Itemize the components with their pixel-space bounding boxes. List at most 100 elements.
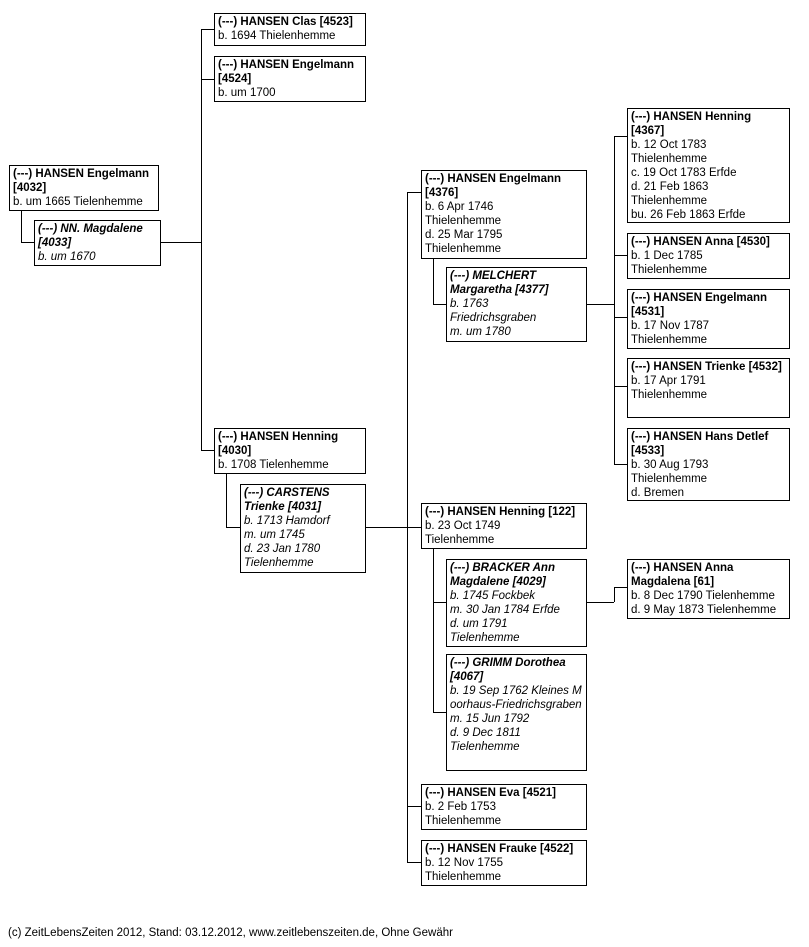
- spouse-card-4377[interactable]: (---) MELCHERT Margaretha [4377] b. 1763…: [446, 267, 587, 342]
- person-birth: b. 1 Dec 1785: [631, 250, 703, 262]
- person-place: Thielenhemme: [631, 334, 708, 346]
- person-card-4030[interactable]: (---) HANSEN Henning [4030] b. 1708 Tiel…: [214, 428, 366, 474]
- person-birth: b. 8 Dec 1790 Tielenhemme: [631, 590, 775, 602]
- couple-connector: [433, 602, 446, 603]
- person-place: Tielenhemme: [450, 632, 520, 644]
- couple-connector: [433, 304, 446, 305]
- child-connector: [407, 192, 421, 193]
- person-card-122[interactable]: (---) HANSEN Henning [122] b. 23 Oct 174…: [421, 503, 587, 549]
- person-card-4523[interactable]: (---) HANSEN Clas [4523] b. 1694 Thielen…: [214, 13, 366, 46]
- person-place: Thielenhemme: [631, 195, 708, 207]
- person-name: (---) HANSEN Trienke [4532]: [631, 361, 782, 373]
- person-birth: b. um 1670: [38, 251, 96, 263]
- person-marriage: m. um 1780: [450, 326, 511, 338]
- person-death: d. Bremen: [631, 487, 685, 499]
- spouse-card-4031[interactable]: (---) CARSTENS Trienke [4031] b. 1713 Ha…: [240, 484, 366, 573]
- person-marriage: m. 30 Jan 1784 Erfde: [450, 604, 560, 616]
- child-connector: [614, 136, 627, 137]
- person-place: Thielenhemme: [425, 871, 502, 883]
- person-death: d. 23 Jan 1780: [244, 543, 321, 555]
- person-card-4524[interactable]: (---) HANSEN Engelmann [4524] b. um 1700: [214, 56, 366, 102]
- person-place: Thielenhemme: [631, 153, 708, 165]
- person-name: (---) BRACKER Ann Magdalene [4029]: [450, 562, 555, 588]
- person-card-4376[interactable]: (---) HANSEN Engelmann [4376] b. 6 Apr 1…: [421, 170, 587, 259]
- children-connector: [366, 527, 407, 528]
- person-place: Friedrichsgraben: [450, 312, 537, 324]
- person-name: (---) HANSEN Frauke [4522]: [425, 843, 574, 855]
- child-connector: [201, 29, 214, 30]
- children-trunk: [614, 587, 615, 602]
- spouse-card-4029[interactable]: (---) BRACKER Ann Magdalene [4029] b. 17…: [446, 559, 587, 647]
- person-card-4532[interactable]: (---) HANSEN Trienke [4532] b. 17 Apr 17…: [627, 358, 790, 418]
- person-card-4530[interactable]: (---) HANSEN Anna [4530] b. 1 Dec 1785 T…: [627, 233, 790, 279]
- person-birth: b. um 1665 Tielenhemme: [13, 196, 143, 208]
- person-death: d. 25 Mar 1795: [425, 229, 503, 241]
- person-card-4533[interactable]: (---) HANSEN Hans Detlef [4533] b. 30 Au…: [627, 428, 790, 501]
- person-birth: b. um 1700: [218, 87, 276, 99]
- person-card-4522[interactable]: (---) HANSEN Frauke [4522] b. 12 Nov 175…: [421, 840, 587, 886]
- child-connector: [201, 79, 214, 80]
- couple-connector: [226, 474, 227, 527]
- person-birth: b. 30 Aug 1793: [631, 459, 709, 471]
- person-card-4367[interactable]: (---) HANSEN Henning [4367] b. 12 Oct 17…: [627, 108, 790, 223]
- children-connector: [587, 304, 614, 305]
- person-place: Thielenhemme: [631, 473, 708, 485]
- person-name: (---) HANSEN Engelmann [4032]: [13, 168, 150, 194]
- person-name: (---) CARSTENS Trienke [4031]: [244, 487, 330, 513]
- person-name: (---) HANSEN Engelmann [4376]: [425, 173, 562, 199]
- person-death: d. 9 May 1873 Tielenhemme: [631, 604, 777, 616]
- person-place: Tielenhemme: [244, 557, 314, 569]
- person-marriage: m. um 1745: [244, 529, 305, 541]
- person-card-4531[interactable]: (---) HANSEN Engelmann [4531] b. 17 Nov …: [627, 289, 790, 349]
- child-connector: [614, 317, 627, 318]
- person-place: Thielenhemme: [425, 215, 502, 227]
- person-place: Thielenhemme: [425, 815, 502, 827]
- person-place: Thielenhemme: [631, 389, 708, 401]
- person-card-4521[interactable]: (---) HANSEN Eva [4521] b. 2 Feb 1753 Th…: [421, 784, 587, 830]
- person-card-61[interactable]: (---) HANSEN Anna Magdalena [61] b. 8 De…: [627, 559, 790, 619]
- person-name: (---) HANSEN Hans Detlef [4533]: [631, 431, 769, 457]
- person-place: Thielenhemme: [425, 243, 502, 255]
- person-card-4032[interactable]: (---) HANSEN Engelmann [4032] b. um 1665…: [9, 165, 159, 211]
- person-burial: bu. 26 Feb 1863 Erfde: [631, 209, 746, 221]
- couple-connector: [226, 527, 240, 528]
- person-name: (---) HANSEN Engelmann [4531]: [631, 292, 768, 318]
- child-connector: [614, 386, 627, 387]
- person-birth: b. 23 Oct 1749: [425, 520, 501, 532]
- couple-connector: [21, 242, 34, 243]
- person-place: Tielenhemme: [450, 741, 520, 753]
- couple-connector: [433, 259, 434, 304]
- children-trunk: [201, 29, 202, 450]
- person-name: (---) HANSEN Henning [4030]: [218, 431, 339, 457]
- person-birth: b. 1708 Tielenhemme: [218, 459, 329, 471]
- person-birth: b. 6 Apr 1746: [425, 201, 494, 213]
- person-birth: b. 1713 Hamdorf: [244, 515, 330, 527]
- person-birth: b. 1745 Fockbek: [450, 590, 536, 602]
- person-birth: b. 17 Apr 1791: [631, 375, 706, 387]
- children-connector: [161, 242, 201, 243]
- child-connector: [614, 255, 627, 256]
- child-connector: [614, 587, 627, 588]
- child-connector: [407, 527, 421, 528]
- spouse-card-4033[interactable]: (---) NN. Magdalene [4033] b. um 1670: [34, 220, 161, 266]
- person-death: d. 21 Feb 1863: [631, 181, 709, 193]
- person-name: (---) HANSEN Henning [4367]: [631, 111, 752, 137]
- person-name: (---) MELCHERT Margaretha [4377]: [450, 270, 549, 296]
- person-name: (---) NN. Magdalene [4033]: [38, 223, 143, 249]
- person-christening: c. 19 Oct 1783 Erfde: [631, 167, 737, 179]
- child-connector: [407, 806, 421, 807]
- person-birth: b. 2 Feb 1753: [425, 801, 496, 813]
- person-name: (---) HANSEN Anna Magdalena [61]: [631, 562, 734, 588]
- person-name: (---) HANSEN Anna [4530]: [631, 236, 770, 248]
- person-place: Thielenhemme: [631, 264, 708, 276]
- child-connector: [614, 464, 627, 465]
- person-birth: b. 19 Sep 1762 Kleines Moorhaus-Friedric…: [450, 685, 582, 711]
- couple-connector: [21, 211, 22, 242]
- person-name: (---) HANSEN Clas [4523]: [218, 16, 353, 28]
- person-name: (---) HANSEN Engelmann [4524]: [218, 59, 355, 85]
- couple-connector: [433, 712, 446, 713]
- person-birth: b. 12 Oct 1783: [631, 139, 707, 151]
- person-birth: b. 17 Nov 1787: [631, 320, 710, 332]
- spouse-card-4067[interactable]: (---) GRIMM Dorothea [4067] b. 19 Sep 17…: [446, 654, 587, 771]
- person-name: (---) HANSEN Eva [4521]: [425, 787, 556, 799]
